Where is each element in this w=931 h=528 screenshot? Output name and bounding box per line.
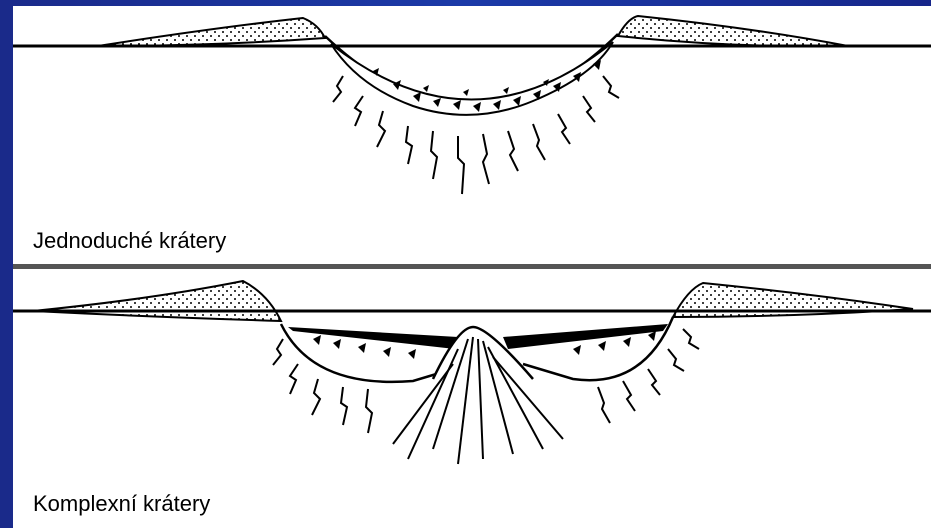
right-ejecta-blanket [673, 283, 913, 317]
complex-crater-diagram [13, 269, 931, 528]
complex-crater-panel: Komplexní krátery [13, 269, 931, 528]
breccia-lens [331, 42, 613, 115]
fracture-lines [333, 76, 619, 194]
right-ejecta-blanket [618, 16, 848, 46]
melt-layer-left [288, 327, 458, 349]
left-ejecta-blanket [98, 18, 325, 46]
melt-layer-right [503, 324, 668, 349]
simple-crater-label: Jednoduché krátery [33, 228, 226, 254]
left-ejecta-blanket [33, 281, 281, 321]
simple-crater-panel: Jednoduché krátery [13, 6, 931, 264]
central-uplift-lines [393, 337, 563, 464]
simple-crater-diagram [13, 6, 931, 264]
complex-crater-label: Komplexní krátery [33, 491, 210, 517]
